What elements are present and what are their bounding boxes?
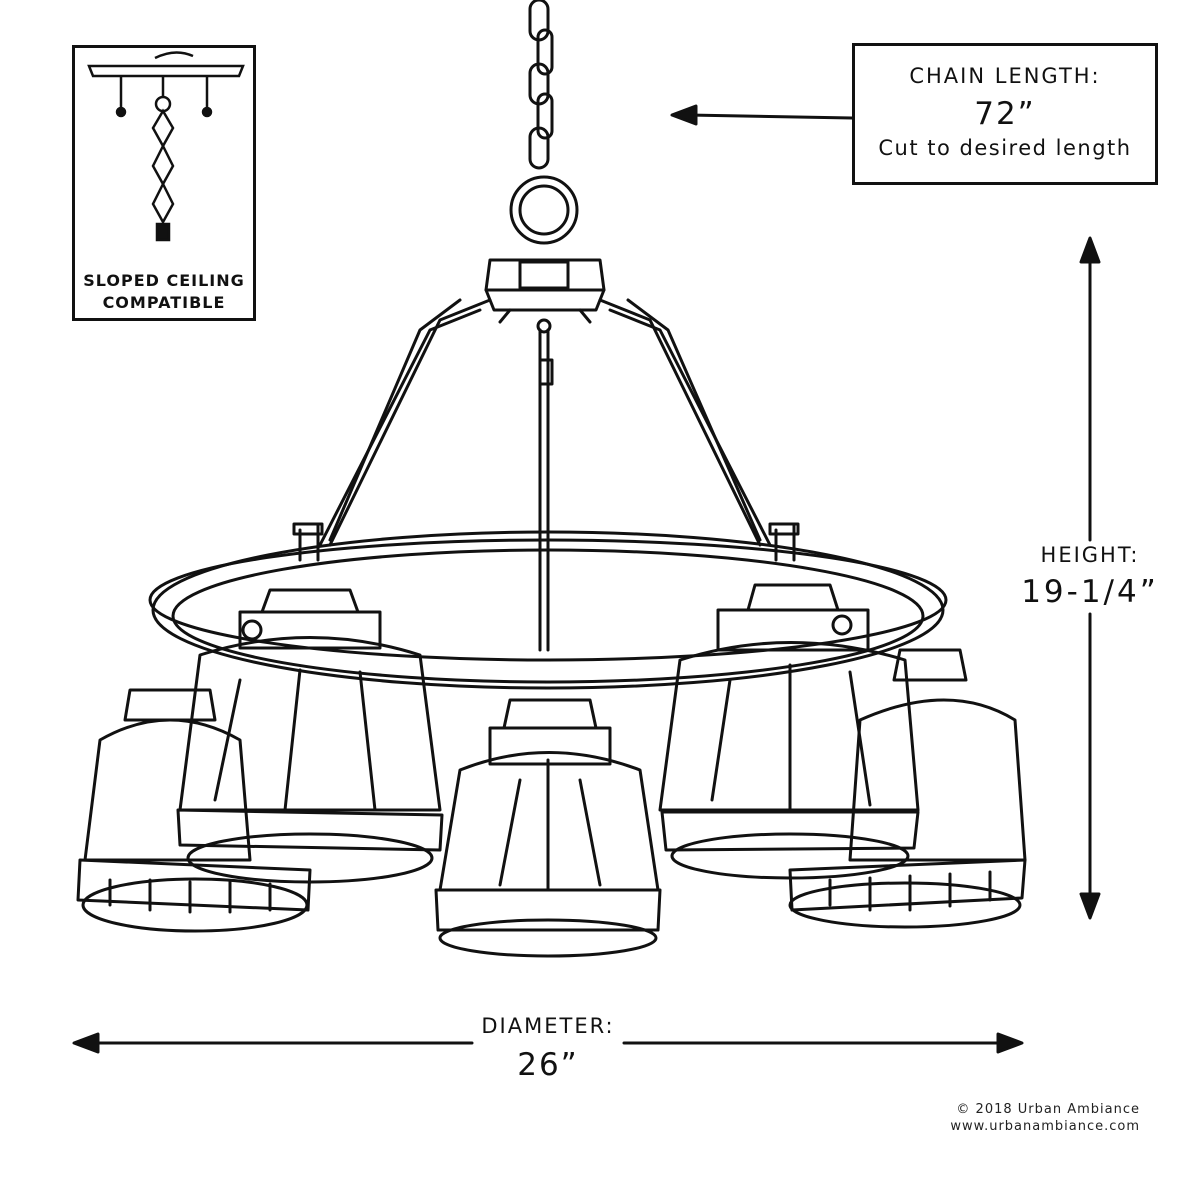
sloped-ceiling-inset: SLOPED CEILING COMPATIBLE (72, 45, 256, 321)
hanging-ring (509, 175, 579, 245)
height-title: HEIGHT: (1030, 543, 1150, 567)
diameter-arrow (72, 1032, 1024, 1054)
shade-front-left (176, 588, 444, 884)
chain-length-value: 72” (974, 96, 1036, 132)
shade-front-right (658, 583, 920, 880)
website-url: www.urbanambiance.com (950, 1119, 1140, 1134)
copyright-notice: © 2018 Urban Ambiance www.urbanambiance.… (900, 1101, 1140, 1135)
chain-length-note: Cut to desired length (878, 136, 1132, 160)
top-hub (484, 258, 606, 334)
shade-center (434, 698, 662, 958)
chain-length-arrow (670, 104, 854, 126)
height-arrow (1079, 236, 1101, 920)
chain (528, 0, 554, 170)
chain-length-callout: CHAIN LENGTH: 72” Cut to desired length (852, 43, 1158, 185)
copyright-line: © 2018 Urban Ambiance (956, 1102, 1140, 1117)
chain-length-title: CHAIN LENGTH: (909, 64, 1101, 88)
shade-far-left (76, 688, 312, 933)
frame-arms (318, 298, 772, 652)
main-ring (148, 522, 948, 690)
inset-label-line1: SLOPED CEILING (83, 271, 245, 290)
diameter-value: 26” (517, 1047, 579, 1083)
height-value: 19-1/4” (1018, 574, 1162, 610)
inset-label-line2: COMPATIBLE (102, 293, 226, 312)
shade-far-right (788, 648, 1027, 929)
sloped-ceiling-canopy-icon (87, 51, 245, 242)
diameter-title: DIAMETER: (481, 1014, 615, 1038)
